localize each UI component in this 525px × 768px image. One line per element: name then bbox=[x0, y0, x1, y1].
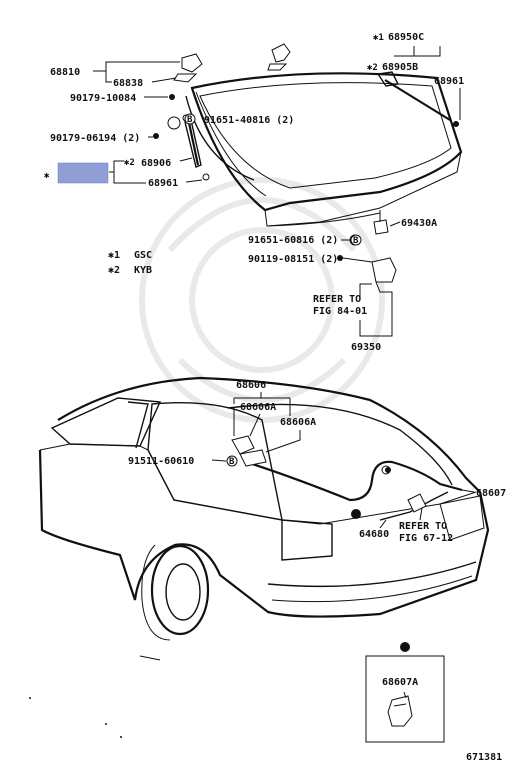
marker-star2-68905b: ✱2 bbox=[367, 63, 378, 73]
legend-text-1: GSC bbox=[134, 250, 152, 261]
label-90179-06194: 90179-06194 (2) bbox=[50, 133, 140, 144]
svg-text:B: B bbox=[187, 115, 193, 125]
label-69350: 69350 bbox=[351, 342, 381, 353]
label-refer-67-line2: FIG 67-12 bbox=[399, 533, 453, 544]
figure-number: 671381 bbox=[466, 752, 502, 763]
label-68905b: 68905B bbox=[382, 62, 418, 73]
hinge-top-center bbox=[267, 43, 291, 71]
label-refer-67-line1: REFER TO bbox=[399, 521, 447, 532]
hatch-lock-assembly: B bbox=[226, 435, 267, 467]
legend-mark-1: ✱1 bbox=[108, 250, 120, 261]
legend-text-2: KYB bbox=[134, 265, 152, 276]
svg-text:B: B bbox=[229, 457, 235, 467]
opener-cable bbox=[245, 460, 463, 521]
marker-star1-68950c: ✱1 bbox=[373, 33, 384, 43]
label-68607: 68607 bbox=[476, 488, 506, 499]
label-refer-84-line1: REFER TO bbox=[313, 294, 361, 305]
label-68810: 68810 bbox=[50, 67, 80, 78]
label-68606a-2: 68606A bbox=[280, 417, 316, 428]
label-69430a: 69430A bbox=[401, 218, 437, 229]
back-door-panel bbox=[185, 72, 463, 227]
label-68607a: 68607A bbox=[382, 677, 418, 688]
marker-star: ✱ bbox=[44, 171, 50, 181]
label-91651-60816: 91651-60816 (2) bbox=[248, 235, 338, 246]
legend-mark-2: ✱2 bbox=[108, 265, 120, 276]
label-68606a-1: 68606A bbox=[240, 402, 276, 413]
label-68961-right: 68961 bbox=[434, 76, 464, 87]
damper-stay-right bbox=[376, 71, 459, 127]
label-68961-left: 68961 bbox=[148, 178, 178, 189]
car-body bbox=[38, 376, 490, 661]
label-68606: 68606 bbox=[236, 380, 266, 391]
svg-text:B: B bbox=[353, 236, 359, 246]
marker-star2-68906: ✱2 bbox=[124, 158, 135, 168]
label-91651-40816: 91651-40816 (2) bbox=[204, 115, 294, 126]
back-door-lock bbox=[337, 210, 397, 293]
legend: ✱1 GSC ✱2 KYB bbox=[108, 250, 152, 276]
label-90179-10084: 90179-10084 bbox=[70, 93, 136, 104]
highlight-box bbox=[57, 162, 109, 184]
label-68950c: 68950C bbox=[388, 32, 424, 43]
label-68906: 68906 bbox=[141, 158, 171, 169]
label-refer-84-line2: FIG 84-01 bbox=[313, 306, 367, 317]
hinge-left bbox=[169, 53, 203, 100]
label-64680: 64680 bbox=[359, 529, 389, 540]
label-68838: 68838 bbox=[113, 78, 143, 89]
label-90119-08151: 90119-08151 (2) bbox=[248, 254, 338, 265]
leader-68810 bbox=[93, 70, 112, 83]
label-91511-60610: 91511-60610 bbox=[128, 456, 194, 467]
inset-68607a: 68607A bbox=[365, 642, 445, 743]
damper-stay-left bbox=[153, 114, 210, 181]
